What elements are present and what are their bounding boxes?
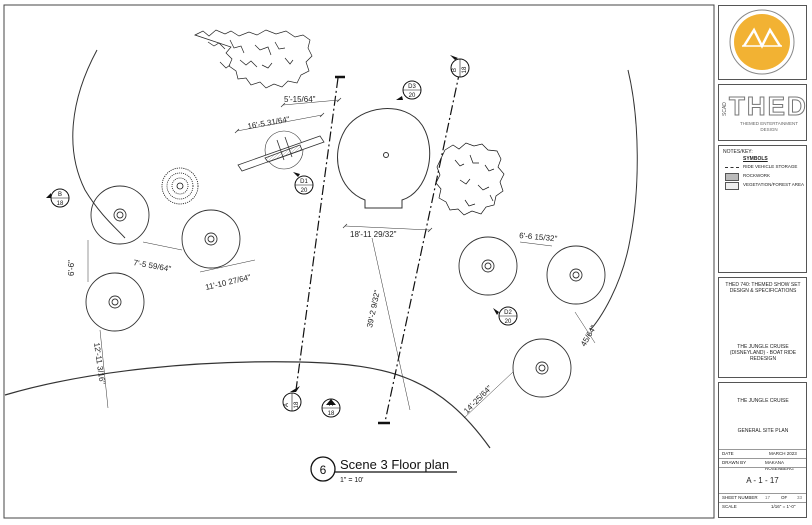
planter-5: [546, 245, 606, 305]
drawn-value: MAKANA ROSENBERG: [765, 460, 794, 471]
planter-3: [85, 272, 145, 332]
scale-label: SCALE: [722, 504, 737, 509]
sheet-count-row: SHEET NUMBER 17 OF 33: [719, 493, 806, 502]
key-label-3: VEGETATION/FOREST AREA: [743, 182, 805, 187]
ride-path: [295, 69, 461, 423]
drawing-number-circle: [310, 456, 336, 482]
callout-section-bottom: A 18: [321, 398, 341, 418]
drawing-scale: 1" = 10': [340, 477, 363, 484]
dim-text-3: 18'-11 29/32": [350, 230, 397, 239]
drawing-title-block: 6 Scene 3 Floor plan 1" = 10': [310, 456, 457, 484]
logo-text: THED: [729, 91, 808, 122]
svg-text:D1: D1: [300, 179, 308, 185]
key-label-1: RIDE VEHICLE STORAGE: [743, 164, 798, 169]
dim-text-2: 16'-5 31/64": [247, 115, 291, 131]
scale-value: 1/16" = 1'-0": [771, 504, 796, 509]
dim-text-4: 39'-2 9/32": [365, 289, 382, 328]
dim-text-7: 11'-10 27/64": [204, 273, 251, 292]
drawing-number: 6: [320, 463, 327, 477]
date-row: DATE MARCH 2023: [719, 449, 806, 458]
logo-subtext: THEMED ENTERTAINMENT DESIGN: [739, 121, 799, 132]
key-label-2: ROCKWORK: [743, 173, 770, 178]
callout-section-bottom-rot: A 18: [282, 386, 302, 412]
dim-text-1: 5'-15/64": [284, 95, 316, 104]
svg-text:18: 18: [294, 401, 300, 408]
notes-panel: NOTES/KEY: SYMBOLS RIDE VEHICLE STORAGE …: [718, 145, 807, 273]
dim-text-11: 14'-25/64": [462, 384, 494, 416]
callout-d3: D3 20: [396, 80, 422, 100]
callout-section-top: B 18: [450, 55, 470, 78]
callout-section-left: B 18: [46, 188, 70, 208]
sheet-of-c: 33: [797, 495, 803, 500]
callout-d2: D2 20: [493, 306, 518, 326]
sheet-number-box: A - 1 - 17: [719, 467, 806, 493]
date-label: DATE: [722, 451, 734, 456]
planter-2: [181, 209, 241, 269]
dimension-lines: [87, 99, 596, 419]
vegetation-swatch: [725, 182, 739, 190]
svg-text:B: B: [58, 192, 62, 198]
dim-tick-marks: [234, 97, 433, 233]
svg-text:A: A: [329, 402, 333, 408]
notes-header: NOTES/KEY:: [723, 149, 753, 155]
logo-side-text: SCAD: [722, 102, 728, 116]
planter-4: [458, 236, 518, 296]
logo-badge: [729, 9, 795, 75]
boat-vehicle: [237, 130, 325, 172]
drawing-border: [3, 4, 715, 519]
key-row-3: VEGETATION/FOREST AREA: [725, 182, 807, 190]
key-row-2: ROCKWORK: [725, 173, 807, 181]
svg-text:D3: D3: [408, 84, 416, 90]
project-panel: THED 740: THEMED SHOW SET DESIGN & SPECI…: [718, 277, 807, 378]
right-shore-arc: [589, 69, 638, 331]
thed-logo-panel: SCAD THED THEMED ENTERTAINMENT DESIGN: [718, 84, 807, 141]
svg-text:A: A: [284, 403, 290, 407]
scale-row: SCALE 1/16" = 1'-0": [719, 502, 806, 511]
sheet-number: A - 1 - 17: [746, 476, 779, 485]
course-title: THED 740: THEMED SHOW SET DESIGN & SPECI…: [725, 282, 801, 294]
dim-text-10: 45/64": [579, 324, 598, 348]
svg-text:20: 20: [301, 188, 308, 194]
drawn-row: DRAWN BY MAKANA ROSENBERG: [719, 458, 806, 471]
planters: [85, 185, 606, 398]
shrub-left: [161, 167, 199, 205]
bottom-shore-arc: [4, 361, 491, 449]
dim-text-5: 7'-5 59/64": [133, 258, 172, 274]
dim-text-8: 12'-11 3/16": [92, 342, 107, 385]
svg-text:20: 20: [505, 319, 512, 325]
drawing-title: Scene 3 Floor plan: [340, 457, 449, 472]
callout-d1: D1 20: [293, 172, 314, 195]
project-name: THE JUNGLE CRUISE (DISNEYLAND) - BOAT RI…: [729, 344, 797, 362]
left-shore-arc: [72, 49, 126, 239]
sheet-number-label: SHEET NUMBER: [722, 495, 758, 500]
drawn-label: DRAWN BY: [722, 460, 747, 465]
tree-right: [435, 142, 505, 216]
sheet-project: THE JUNGLE CRUISE: [737, 398, 789, 404]
logo-panel: [718, 5, 807, 80]
svg-text:18: 18: [462, 66, 468, 73]
svg-text:18: 18: [57, 201, 64, 207]
planter-1: [90, 185, 150, 245]
dash-dot-symbol: [725, 167, 739, 168]
rockwork-swatch: [725, 173, 739, 181]
dim-text-9: 6'-6 15/32": [519, 231, 558, 243]
key-row-1: RIDE VEHICLE STORAGE: [725, 164, 807, 171]
dim-text-6: 6'-6": [67, 260, 76, 276]
sheet-info-panel: THE JUNGLE CRUISE GENERAL SITE PLAN DATE…: [718, 382, 807, 518]
sheet-of-b: OF: [781, 495, 788, 500]
svg-text:D2: D2: [504, 310, 512, 316]
sheet-of-a: 17: [765, 495, 771, 500]
vegetation-top: [194, 29, 313, 89]
symbols-header: SYMBOLS: [743, 156, 768, 162]
svg-text:B: B: [452, 68, 458, 72]
svg-text:20: 20: [409, 93, 416, 99]
date-value: MARCH 2023: [769, 451, 797, 456]
center-feature: [337, 108, 431, 209]
planter-6: [512, 338, 572, 398]
sheet-title: GENERAL SITE PLAN: [737, 428, 789, 434]
svg-text:18: 18: [328, 411, 335, 417]
